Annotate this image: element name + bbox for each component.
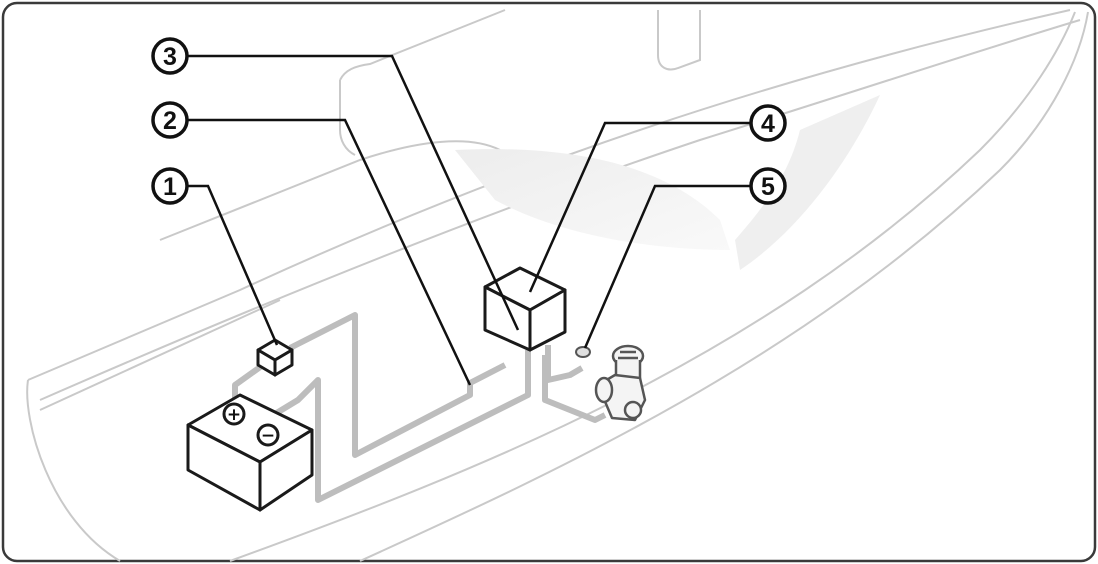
pump-outlet [623, 400, 643, 420]
shade-center [455, 149, 730, 250]
leader-3 [188, 54, 520, 331]
fuse-icon [256, 338, 294, 377]
callout-3: 3 [151, 37, 189, 75]
cleat-slot [657, 10, 701, 71]
battery-side [258, 428, 314, 512]
callout-2-label: 2 [163, 107, 177, 135]
leader-lines [188, 54, 750, 386]
wire-fuse-to-box [288, 312, 507, 458]
callout-3-label: 3 [163, 43, 177, 71]
bulkhead-left [339, 80, 356, 156]
leader-1 [188, 184, 279, 346]
hull-top-rim [26, 379, 121, 562]
callout-4-label: 4 [761, 110, 775, 138]
leader-2 [188, 118, 472, 386]
callout-4: 4 [749, 104, 787, 142]
negative-terminal-ring [256, 423, 280, 447]
callout-2-ring [151, 101, 189, 139]
wire-box-to-pump [542, 355, 607, 423]
callout-5-ring [749, 167, 787, 205]
wire-negative-return [263, 350, 531, 503]
battery-negative-terminal: − [256, 423, 280, 447]
control-box-icon [483, 266, 567, 352]
hull-shading [455, 95, 880, 270]
bulkhead-top [339, 9, 506, 81]
positive-terminal-sign: + [227, 405, 241, 425]
callout-5-label: 5 [761, 173, 775, 201]
shade-right [735, 95, 880, 270]
hull-bottom-curve [229, 11, 1076, 562]
callout-1-ring [151, 167, 189, 205]
callout-1: 1 [151, 167, 189, 205]
pump-inlet [594, 376, 614, 404]
ground-terminal-body [575, 346, 591, 358]
hull-outer-edge [27, 9, 1071, 381]
negative-terminal-sign: − [261, 426, 275, 446]
battery-icon [186, 393, 314, 512]
panel-divider [159, 140, 501, 241]
hull-deck-line [359, 11, 1089, 562]
callout-4-ring [749, 104, 787, 142]
pump-icon [594, 344, 647, 422]
callout-5: 5 [749, 167, 787, 205]
wiring [232, 312, 607, 503]
leader-4 [528, 121, 750, 293]
positive-terminal-ring [222, 402, 246, 426]
boat-hull [26, 9, 1089, 562]
callout-1-label: 1 [163, 173, 177, 201]
cockpit-sole [39, 299, 281, 411]
control-box-side [528, 288, 567, 352]
fuse-side [273, 348, 294, 377]
hull-inner-wall [39, 19, 1081, 401]
battery-positive-terminal: + [222, 402, 246, 426]
callout-2: 2 [151, 101, 189, 139]
callout-3-ring [151, 37, 189, 75]
ground-terminal-icon [575, 346, 591, 358]
leader-5 [583, 184, 750, 349]
